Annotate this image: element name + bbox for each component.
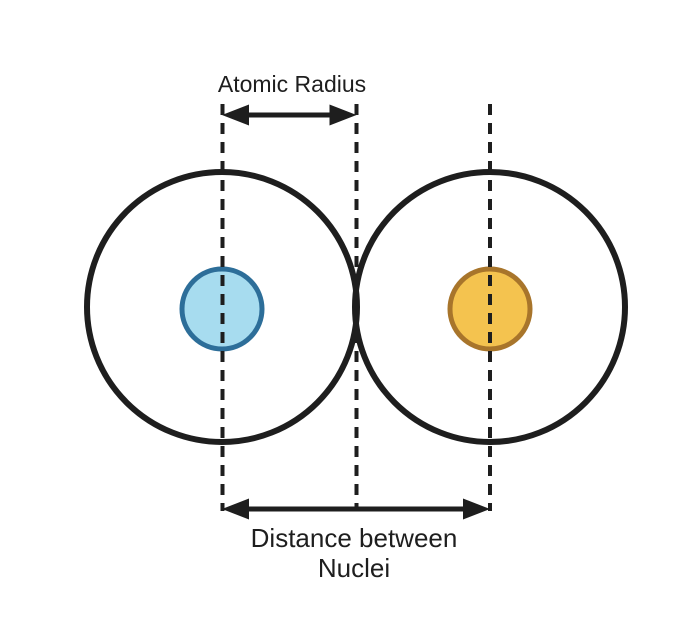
distance-label-line2: Nuclei: [318, 553, 390, 583]
left-nucleus: [179, 266, 265, 352]
atomic-radius-label: Atomic Radius: [218, 71, 366, 97]
distance-label-line1: Distance between: [251, 523, 458, 553]
arrowhead-left-icon: [222, 498, 249, 520]
arrowhead-left-icon: [222, 104, 249, 126]
right-nucleus: [447, 266, 533, 352]
atomic-radius-arrow: [222, 104, 357, 126]
distance-between-nuclei-arrow: [222, 498, 490, 520]
arrowhead-right-icon: [463, 498, 490, 520]
arrowhead-right-icon: [329, 104, 357, 126]
